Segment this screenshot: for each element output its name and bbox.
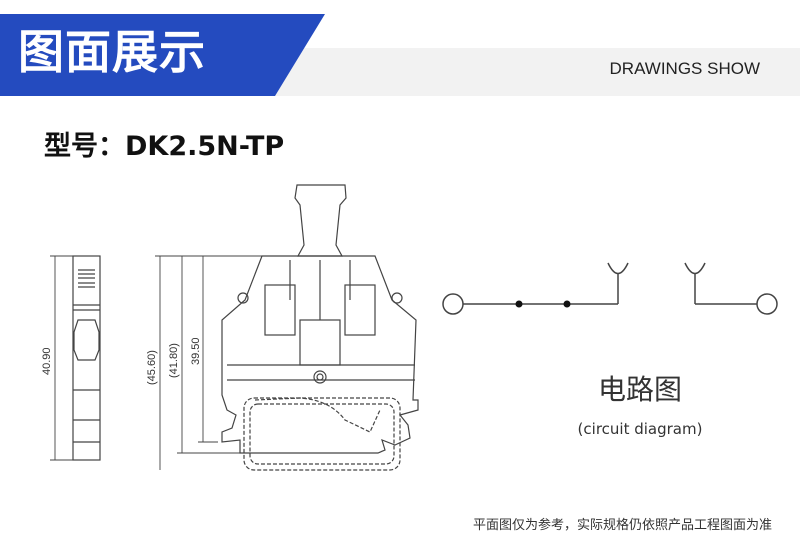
circuit-subtitle: (circuit diagram) bbox=[577, 420, 703, 438]
footer-note: 平面图仅为参考，实际规格仍依照产品工程图面为准 bbox=[472, 518, 772, 533]
dimension-label: (45.60) bbox=[146, 350, 158, 385]
circuit-diagram bbox=[442, 262, 778, 315]
plug-socket-left-icon bbox=[607, 262, 629, 275]
side-view bbox=[72, 255, 101, 461]
junction-dot bbox=[515, 300, 523, 308]
header-blue-banner bbox=[0, 14, 325, 96]
model-label: 型号：DK2.5N-TP bbox=[44, 131, 285, 162]
dimension-label: 40.90 bbox=[41, 347, 53, 375]
header-gray-bar bbox=[183, 48, 800, 96]
circuit-title: 电路图 bbox=[597, 373, 682, 406]
terminal-left-icon bbox=[442, 293, 464, 315]
section-title: 图面展示 bbox=[18, 25, 206, 79]
terminal-right-icon bbox=[756, 293, 778, 315]
dimension-lines bbox=[50, 255, 262, 470]
dimension-label: (41.80) bbox=[168, 343, 180, 378]
dimension-label: 39.50 bbox=[190, 337, 202, 365]
front-view bbox=[221, 184, 419, 471]
section-subtitle: DRAWINGS SHOW bbox=[609, 59, 760, 78]
junction-dot bbox=[563, 300, 571, 308]
plug-socket-right-icon bbox=[684, 262, 706, 275]
dimension-labels: 40.90 (45.60) (41.80) 39.50 bbox=[41, 337, 202, 385]
terminal-block-drawing: 40.90 (45.60) (41.80) 39.50 bbox=[41, 184, 419, 471]
